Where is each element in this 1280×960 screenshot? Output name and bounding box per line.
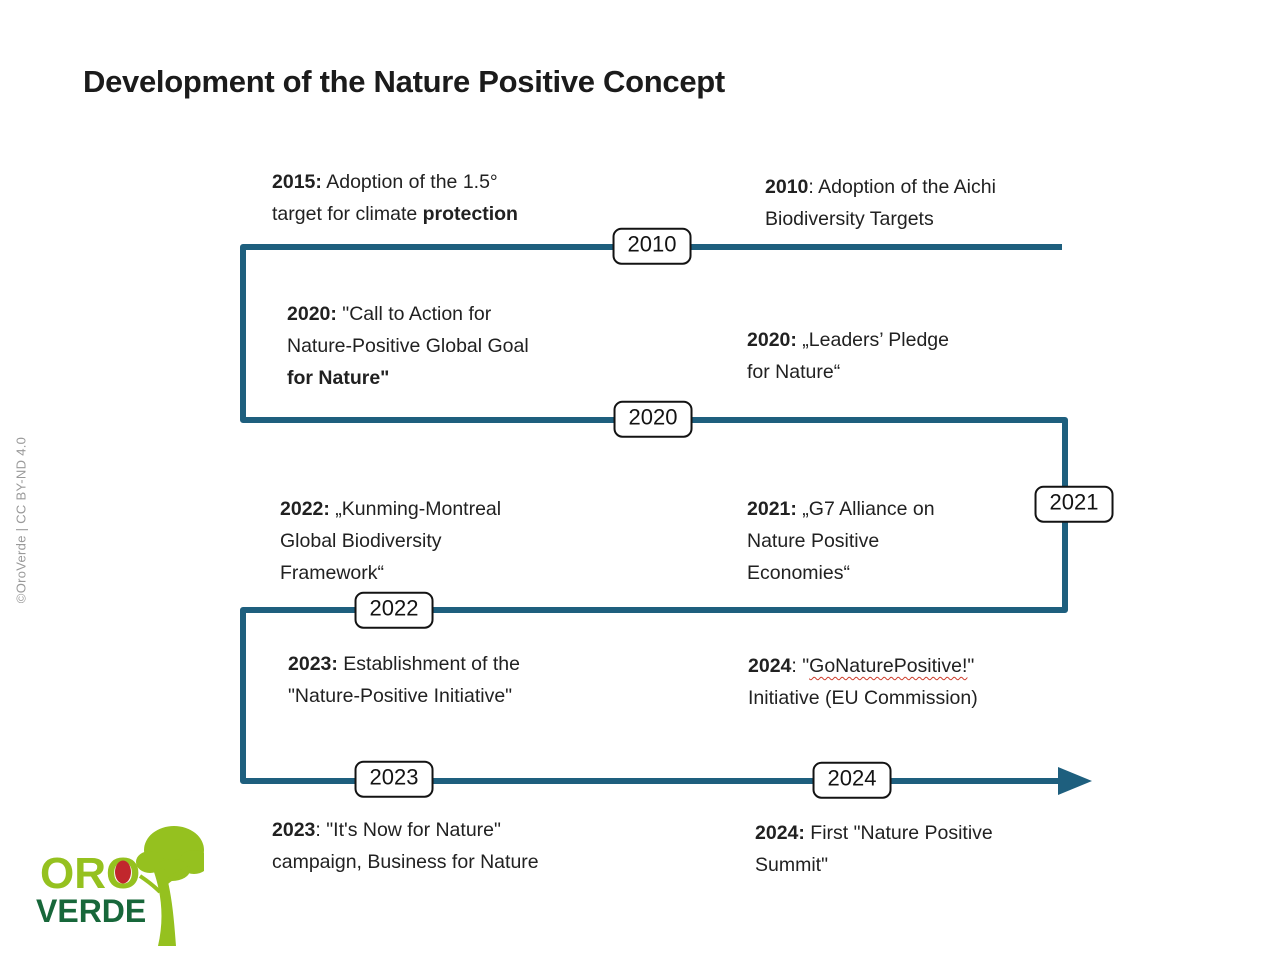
year-box-2024: 2024: [812, 761, 892, 799]
logo-word-verde: VERDE: [36, 893, 146, 929]
year-box-2010: 2010: [612, 227, 692, 265]
event-2023-its-now-for-nature: 2023: "It's Now for Nature" campaign, Bu…: [272, 819, 539, 873]
event-2022-kunming-montreal: 2022: „Kunming-Montreal Global Biodivers…: [280, 498, 502, 584]
year-box-2022: 2022: [354, 591, 434, 629]
arrow-right-icon: [1058, 767, 1092, 795]
tree-icon: [136, 826, 204, 946]
event-2020-leaders-pledge: 2020: „Leaders’ Pledge for Nature“: [747, 329, 949, 383]
oroverde-logo: ORO VERDE: [36, 826, 204, 946]
year-box-2021: 2021: [1034, 485, 1114, 523]
event-2020-call-to-action: 2020: "Call to Action for Nature-Positiv…: [287, 303, 529, 389]
copyright-credit: ©OroVerde | CC BY-ND 4.0: [13, 436, 29, 604]
year-box-2020: 2020: [613, 400, 693, 438]
year-box-2023: 2023: [354, 760, 434, 798]
event-2010-aichi-targets: 2010: Adoption of the Aichi Biodiversity…: [765, 176, 996, 230]
logo-red-dot: [115, 860, 131, 884]
event-2023-nature-positive-initiative: 2023: Establishment of the "Nature-Posit…: [288, 653, 520, 707]
page-title: Development of the Nature Positive Conce…: [83, 64, 725, 99]
event-2015-climate-target: 2015: Adoption of the 1.5° target for cl…: [272, 171, 518, 225]
event-2024-nature-positive-summit: 2024: First "Nature Positive Summit": [755, 822, 993, 876]
event-2024-gonaturepositive: 2024: "GoNaturePositive!" Initiative (EU…: [748, 655, 978, 709]
event-2021-g7-alliance: 2021: „G7 Alliance on Nature Positive Ec…: [747, 498, 935, 584]
